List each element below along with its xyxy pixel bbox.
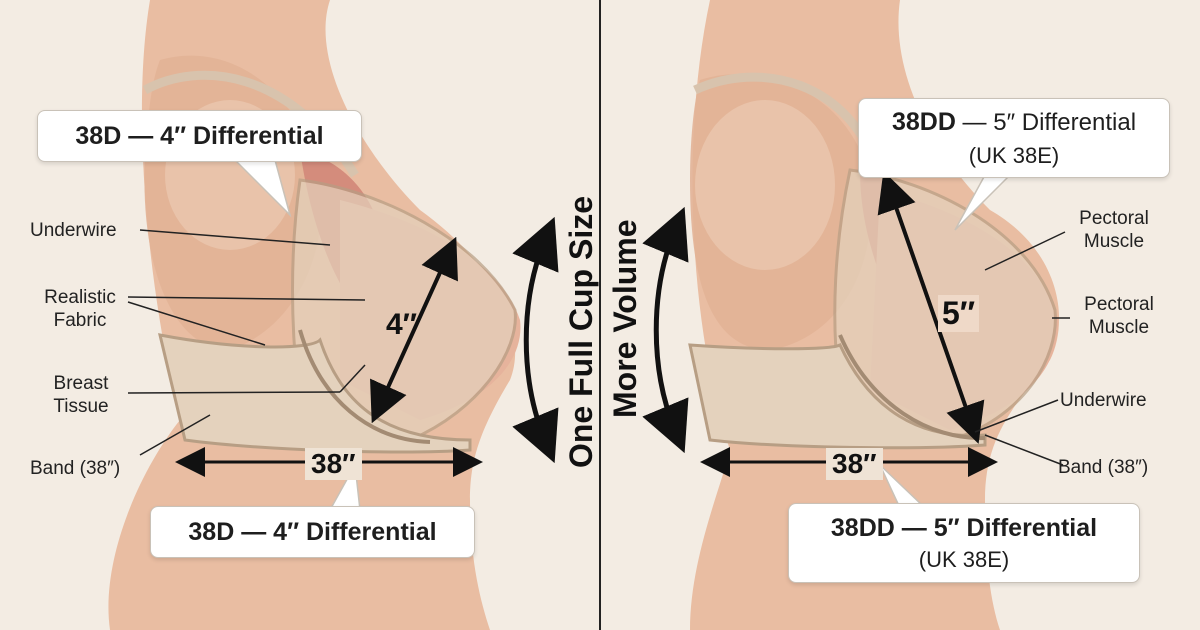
right-shoulder-joint [695,100,835,270]
center-right-curved-arrow [642,206,689,454]
label-underwire-left: Underwire [30,220,117,241]
left-bottom-callout-text: 38D — 4″ Differential [188,518,437,546]
label-underwire-right: Underwire [1060,390,1147,411]
label-pectoral-muscle-2: Pectoral Muscle [1084,294,1154,338]
left-underwire [298,329,431,444]
right-top-callout-rest: — 5″ Differential [955,109,1137,136]
leader-pectoral-1 [984,231,1066,271]
right-band-measure: 38″ [826,448,883,480]
label-breast-tissue: Breast Tissue [53,373,109,417]
leader-underwire-right [974,399,1059,433]
right-top-callout-sub: (UK 38E) [968,143,1060,168]
left-top-callout: 38D — 4″ Differential [37,110,362,162]
right-bottom-callout: 38DD — 5″ Differential (UK 38E) [788,503,1140,583]
left-top-callout-text: 38D — 4″ Differential [75,122,324,150]
right-top-callout-main: 38DD [891,108,956,136]
leader-underwire-left [139,229,331,246]
label-pectoral-muscle-1: Pectoral Muscle [1079,208,1149,252]
leader-tissue-left-2 [339,364,366,393]
left-cup-measure: 4″ [386,308,418,341]
center-text-more-volume: More Volume [607,219,643,418]
center-left-curved-arrow [512,216,559,464]
label-realistic-fabric: Realistic Fabric [44,287,116,331]
left-cup-arrow [370,236,458,424]
right-cup-measure: 5″ [938,295,980,332]
leader-fabric-left-1 [127,296,366,301]
left-band-measure: 38″ [305,448,362,480]
leader-band-left [139,414,211,456]
leader-band-right [984,434,1064,466]
right-bottom-callout-sub: (UK 38E) [918,547,1010,572]
right-cup-arrow [877,171,985,444]
label-band-left: Band (38″) [30,458,121,479]
left-bottom-callout: 38D — 4″ Differential [150,506,475,558]
right-bottom-callout-main: 38DD — 5″ Differential [830,514,1098,542]
label-band-right: Band (38″) [1058,457,1149,478]
leader-fabric-left-2 [127,301,266,346]
leader-tissue-left [127,391,341,394]
right-top-callout: 38DD — 5″ Differential (UK 38E) [858,98,1170,178]
center-text-one-full-cup-size: One Full Cup Size [563,195,599,468]
